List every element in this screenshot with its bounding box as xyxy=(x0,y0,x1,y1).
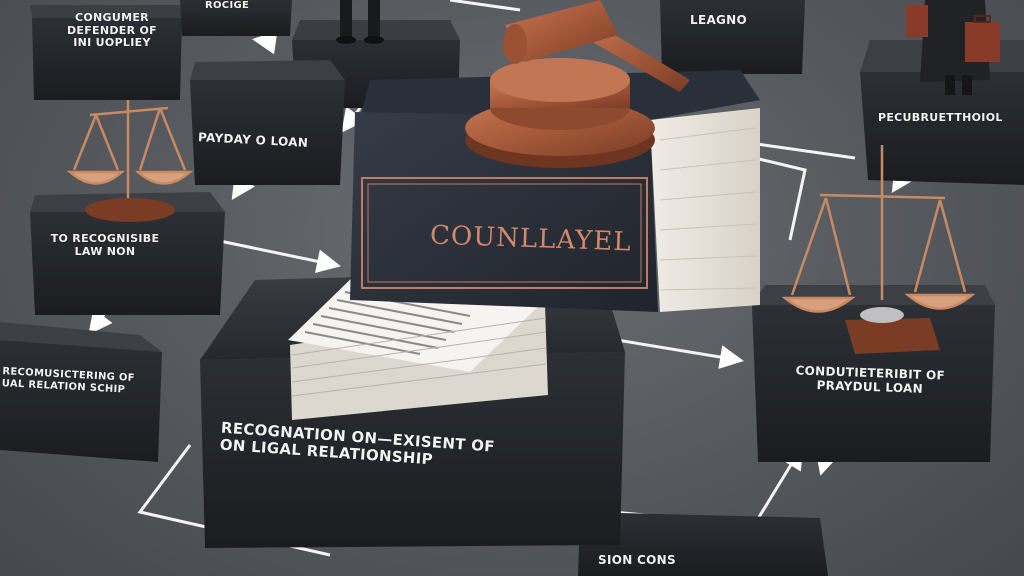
briefcase-icon xyxy=(906,5,1000,62)
figure-icon xyxy=(336,0,384,44)
label-recognisable-law-line1: TO RECOGNISIBE xyxy=(50,232,160,245)
scales-of-justice-icon xyxy=(66,100,194,222)
label-top-small-text: ROCIGE xyxy=(205,0,250,11)
arrow-right-hook xyxy=(754,156,807,241)
arrow-mid-left xyxy=(341,106,366,133)
arrow-right-return xyxy=(749,141,856,160)
label-recognisable-law: TO RECOGNISIBE LAW NON xyxy=(45,232,165,258)
arrow-to-right-box xyxy=(604,336,744,369)
label-bottom-center-text: SION CONS xyxy=(598,553,676,567)
box-bottom-center xyxy=(578,512,828,576)
gavel-icon xyxy=(465,0,690,168)
label-consumer-defender-line1: CONGUMER xyxy=(75,11,149,24)
box-payday-loan xyxy=(190,60,345,185)
label-recognisable-law-line2: LAW NON xyxy=(74,244,136,258)
label-bottom-center: SION CONS xyxy=(598,553,676,568)
label-consumer-defender-line2: DEFENDER OF xyxy=(67,23,157,37)
label-right-top-text: PECUBRUETTHOIOL xyxy=(878,111,1003,124)
arrow-top xyxy=(449,0,521,12)
arrow-to-center xyxy=(214,238,341,274)
label-top-right: LEAGNO xyxy=(690,13,748,28)
box-top-right xyxy=(660,0,805,74)
label-top-right-text: LEAGNO xyxy=(690,13,748,27)
label-right-top: PECUBRUETTHOIOL xyxy=(878,111,1003,125)
label-consumer-defender-line3: INI UOPLIEY xyxy=(73,36,151,50)
box-consumer-defender xyxy=(30,5,182,100)
scales-of-justice-icon-right xyxy=(781,145,976,354)
box-relationship-left xyxy=(0,322,162,462)
label-top-small: ROCIGE xyxy=(205,0,249,12)
law-book-icon xyxy=(350,70,760,312)
label-consumer-defender: CONGUMER DEFENDER OF INI UOPLIEY xyxy=(52,11,172,50)
arrow-top-left xyxy=(252,30,278,55)
box-top-small xyxy=(180,0,292,36)
